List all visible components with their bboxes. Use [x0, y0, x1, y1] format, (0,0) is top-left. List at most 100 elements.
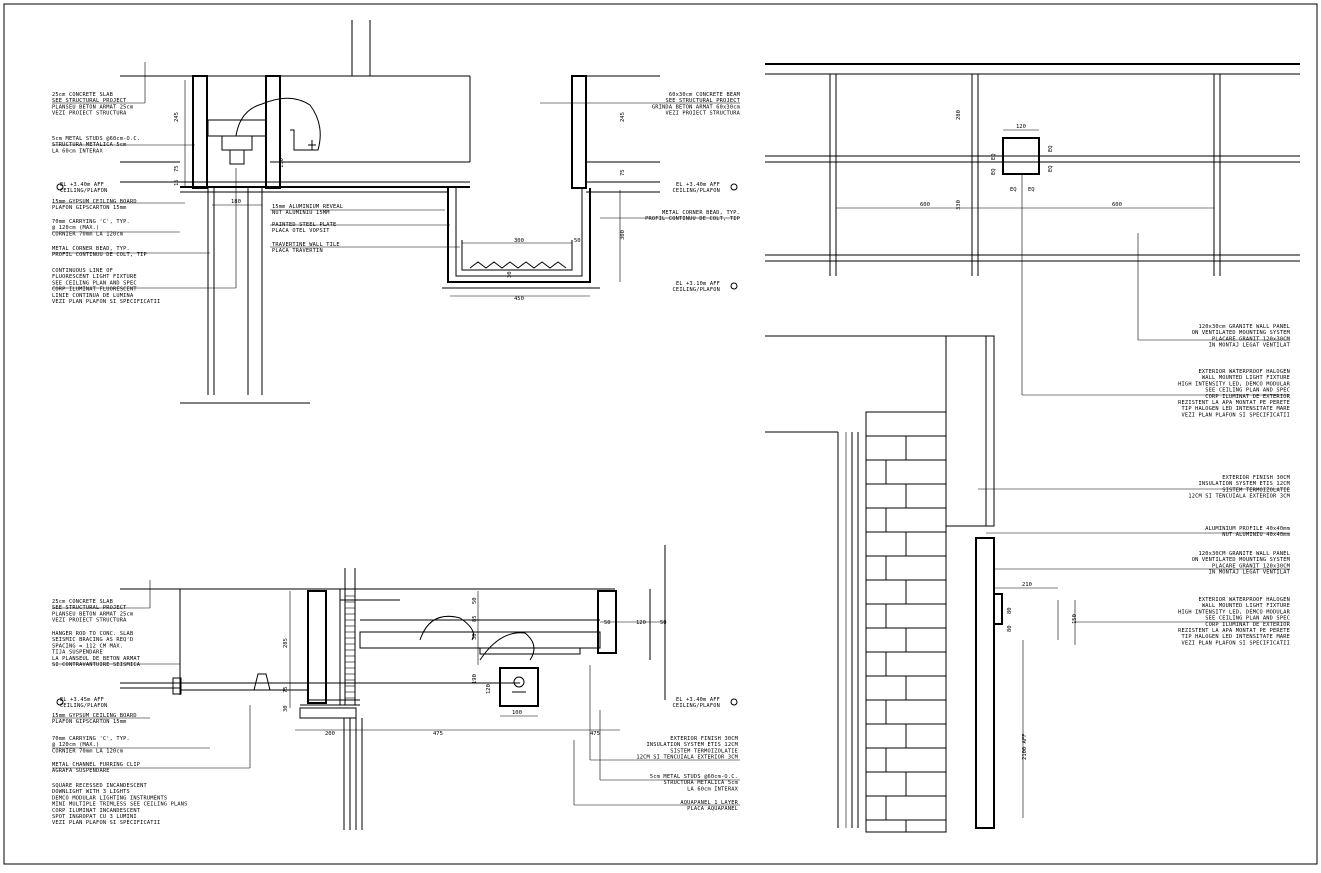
dim-450: 450 [514, 296, 524, 302]
note-br: TIP HALOGEN LED INTENSITATE MARE [1182, 634, 1290, 640]
ceiling-channel [359, 631, 601, 649]
note-bl-left: VEZI PLAN PLAFON SI SPECIFICATII [52, 820, 160, 826]
note-br: INSULATION SYSTEM ETIS 12CM [1198, 481, 1290, 487]
note-br: CORP ILUMINAT DE EXTERIOR [1205, 394, 1290, 400]
note-br: ON VENTILATED MOUNTING SYSTEM [1192, 330, 1290, 336]
level-marker [730, 183, 738, 191]
note-br: WALL MOUNTED LIGHT FIXTURE [1202, 375, 1290, 381]
note-bl-left: LA PLANSEUL DE BETON ARMAT [52, 656, 141, 662]
note-tl-left: 25cm CONCRETE SLAB [52, 92, 113, 98]
note-tl-left: 5cm METAL STUDS @60cm-O.C. [52, 136, 140, 142]
dim-245-right: 245 [620, 112, 626, 122]
dim-30: 30 [472, 633, 478, 640]
note-bl-left: CEILING/PLAFON [60, 703, 107, 709]
note-bl-left: 15mm GYPSUM CEILING BOARD [52, 713, 137, 719]
hanger-bracket [345, 595, 355, 699]
note-tl-right: SEE STRUCTURAL PROJECT [665, 98, 740, 104]
note-br: REZISTENT LA APA MONTAT PE PERETE [1178, 628, 1290, 634]
note-bl-left: SEISMIC BRACING AS REQ'D [52, 637, 133, 643]
note-bl-left: PLAFON GIPSCARTON 15mm [52, 719, 127, 725]
note-bl-right: 5cm METAL STUDS @60cm-O.C. [650, 774, 738, 780]
note-br: REZISTENT LA APA MONTAT PE PERETE [1178, 400, 1290, 406]
note-tl-left: @ 120cm (MAX.) [52, 225, 99, 231]
dim-50: 50 [472, 597, 478, 604]
note-bl-left: EL +3.45m AFF [60, 697, 104, 703]
dim-150: 150 [279, 158, 285, 168]
note-bl-right: 12CM SI TENCUIALA EXTERIOR 3CM [636, 755, 738, 761]
note-tl-left: FLUORESCENT LIGHT FIXTURE [52, 274, 137, 280]
note-bl-left: DOWNLIGHT WITH 3 LIGHTS [52, 789, 130, 795]
note-bl-left: SPACING = 112 CM MAX. [52, 643, 123, 649]
dim-330: 330 [956, 200, 962, 210]
note-tl-left: STRUCTURA METALICA 5cm [52, 142, 127, 148]
dim-200: 200 [325, 731, 335, 737]
dim-475: 475 [433, 731, 443, 737]
note-tl-left: CONTINUOUS LINE OF [52, 268, 113, 274]
dim-120: 120 [486, 684, 492, 694]
dim-2100-aff: 2100 AFF [1022, 734, 1028, 761]
dim-285: 285 [283, 638, 289, 648]
dim-75: 75 [283, 686, 289, 693]
note-tl-right: CEILING/PLAFON [673, 188, 720, 194]
note-br: PLACARE GRANIT 120x30CM [1212, 563, 1290, 569]
note-br: EXTERIOR WATERPROOF HALOGEN [1198, 369, 1290, 375]
note-tl-right: 60x30cm CONCRETE BEAM [669, 92, 740, 98]
dim-eq: EQ [1048, 145, 1054, 152]
note-tl-right: PROFIL CONTINUU DE COLT, TIP [645, 216, 740, 222]
note-bl-right: AQUAPANEL 1 LAYER [680, 800, 738, 806]
fluorescent-tubes [469, 261, 567, 269]
note-bl-left: SEE STRUCTURAL PROJECT [52, 605, 127, 611]
note-tl-left: CORP ILUMINAT FLUORESCENT [52, 287, 137, 293]
note-tl-right: METAL CORNER BEAD, TYP. [662, 210, 740, 216]
dim-150: 150 [1072, 614, 1078, 624]
masonry-wall [865, 411, 947, 833]
note-bl-left: AGRAFA SUSPENDARE [52, 768, 110, 774]
cable-curve-1 [419, 615, 474, 641]
note-tl-left: EL +3.40m AFF [60, 182, 104, 188]
column-left [192, 75, 208, 189]
note-tl-left: VEZI PLAN PLAFON SI SPECIFICATII [52, 299, 160, 305]
note-br: EXTERIOR FINISH 30CM [1222, 475, 1290, 481]
dim-eq: EQ [1010, 187, 1017, 193]
note-br: WALL MOUNTED LIGHT FIXTURE [1202, 603, 1290, 609]
note-br: TIP HALOGEN LED INTENSITATE MARE [1182, 406, 1290, 412]
dim-300: 300 [514, 238, 524, 244]
dim-50: 50 [604, 620, 611, 626]
note-bl-left: CORNIER 70mm LA 120cm [52, 748, 123, 754]
note-br: PLACARE GRANIT 120x30CM [1212, 336, 1290, 342]
dim-eq: EQ [1028, 187, 1035, 193]
cable-curve-2 [479, 632, 535, 661]
note-tl-left: SEE STRUCTURAL PROJECT [52, 98, 127, 104]
note-bl-left: 70mm CARRYING 'C', TYP. [52, 736, 130, 742]
note-br: ALUMINIUM PROFILE 40x40mm [1205, 526, 1290, 532]
dim-75: 75 [174, 165, 180, 172]
dim-600: 600 [920, 202, 930, 208]
note-bl-right: EL +3.40m AFF [676, 697, 720, 703]
note-tl-left: 70mm CARRYING 'C', TYP. [52, 219, 130, 225]
note-tl-left: 15mm GYPSUM CEILING BOARD [52, 199, 137, 205]
note-br: CORP ILUMINAT DE EXTERIOR [1205, 622, 1290, 628]
dim-120: 120 [636, 620, 646, 626]
note-tl-right: GRINDA BETON ARMAT 60x30cm [652, 104, 740, 110]
note-bl-left: VEZI PROIECT STRUCTURA [52, 618, 127, 624]
note-bl-left: SQUARE RECESSED INCANDESCENT [52, 783, 148, 789]
note-br: SEE CEILING PLAN AND SPEC [1205, 388, 1290, 394]
note-tl-mid: PLACA OTEL VOPSIT [272, 228, 330, 234]
note-tl-mid: NUT ALUMINIU 15MM [272, 210, 330, 216]
detail-wall-elevation-top-right: 120 280 330 EQ EQ EQ EQ EQ EQ 600 600 [765, 63, 1300, 276]
brick-courses [866, 435, 946, 832]
note-bl-left: DEMCO MODULAR LIGHTING INSTRUMENTS [52, 795, 167, 801]
note-br: IN MONTAJ LEGAT VENTILAT [1209, 570, 1291, 576]
note-bl-left: HANGER ROD TO CONC. SLAB [52, 631, 133, 637]
dim-75-right: 75 [620, 169, 626, 176]
level-marker [56, 183, 64, 191]
note-bl-left: METAL CHANNEL FURRING CLIP [52, 762, 140, 768]
note-bl-left: 25cm CONCRETE SLAB [52, 599, 113, 605]
dim-eq: EQ [1048, 165, 1054, 172]
beam-column [571, 75, 587, 189]
dim-300-vertical: 300 [620, 230, 626, 240]
note-tl-right: EL +3.10m AFF [676, 281, 720, 287]
note-tl-left: CORNIER 70mm LA 120cm [52, 231, 123, 237]
note-tl-left: PROFIL CONTINUU DE COLT, TIP [52, 252, 147, 258]
